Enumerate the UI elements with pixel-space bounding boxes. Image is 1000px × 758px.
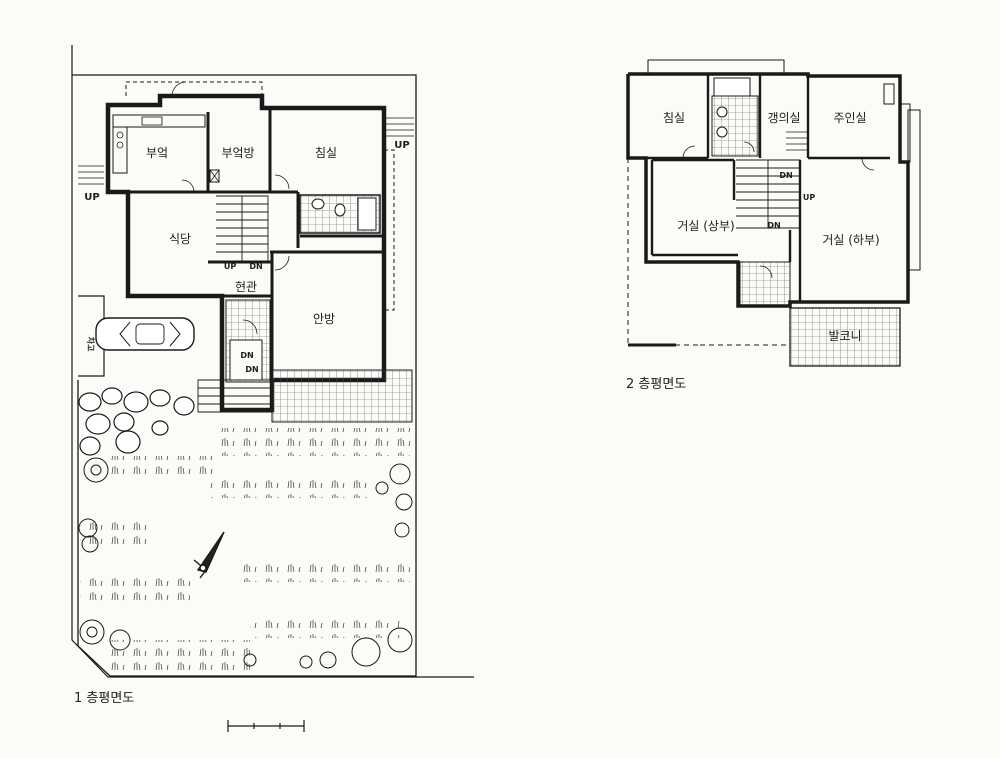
floor1-plan [71,45,474,732]
stair-up-mark-f2: UP [802,193,816,202]
garden-stones [78,387,195,456]
room-living-upper-f2: 거실 (상부) [677,219,735,233]
stair-f2 [736,159,801,229]
stair-dn-mark-f2-2: DN [767,221,781,230]
garage-label: 차고 [86,336,95,352]
floor2-caption: 2 층평면도 [626,377,687,392]
balcony [789,307,901,367]
entry-dn-mark-2: DN [245,365,259,374]
floor2-plan [626,59,921,367]
up-mark-right: UP [394,140,410,151]
room-kitchen-f1: 부엌 [145,146,169,160]
room-bedroom-f2: 침실 [662,111,686,125]
stair-up-mark-f1: UP [223,262,237,271]
stair-dn-mark-f2-1: DN [779,171,793,180]
entry-dn-mark-1: DN [240,351,254,360]
terrace-f1 [271,369,413,423]
site-boundary [71,45,474,678]
garden-shrubs [78,457,413,669]
up-mark-left: UP [84,192,100,203]
floor1-caption: 1 층평면도 [74,691,135,706]
room-owner-f2: 주인실 [833,111,867,125]
stair-dn-mark-f1: DN [249,262,263,271]
room-utility-f1: 부엌방 [221,146,255,160]
stair-f1 [216,195,269,263]
room-bedroom-f1: 침실 [314,146,338,160]
interior-walls-f2 [628,74,890,302]
scale-bar [227,720,305,732]
room-guest-f2: 갱의실 [767,111,801,125]
room-living-lower-f2: 거실 (하부) [822,233,880,247]
north-arrow [193,531,225,579]
room-master-f1: 안방 [312,312,336,326]
room-entrance-f1: 현관 [234,280,258,294]
room-balcony-f2: 발코니 [828,329,862,343]
site-outline [76,74,417,677]
room-dining-f1: 식당 [168,232,192,246]
